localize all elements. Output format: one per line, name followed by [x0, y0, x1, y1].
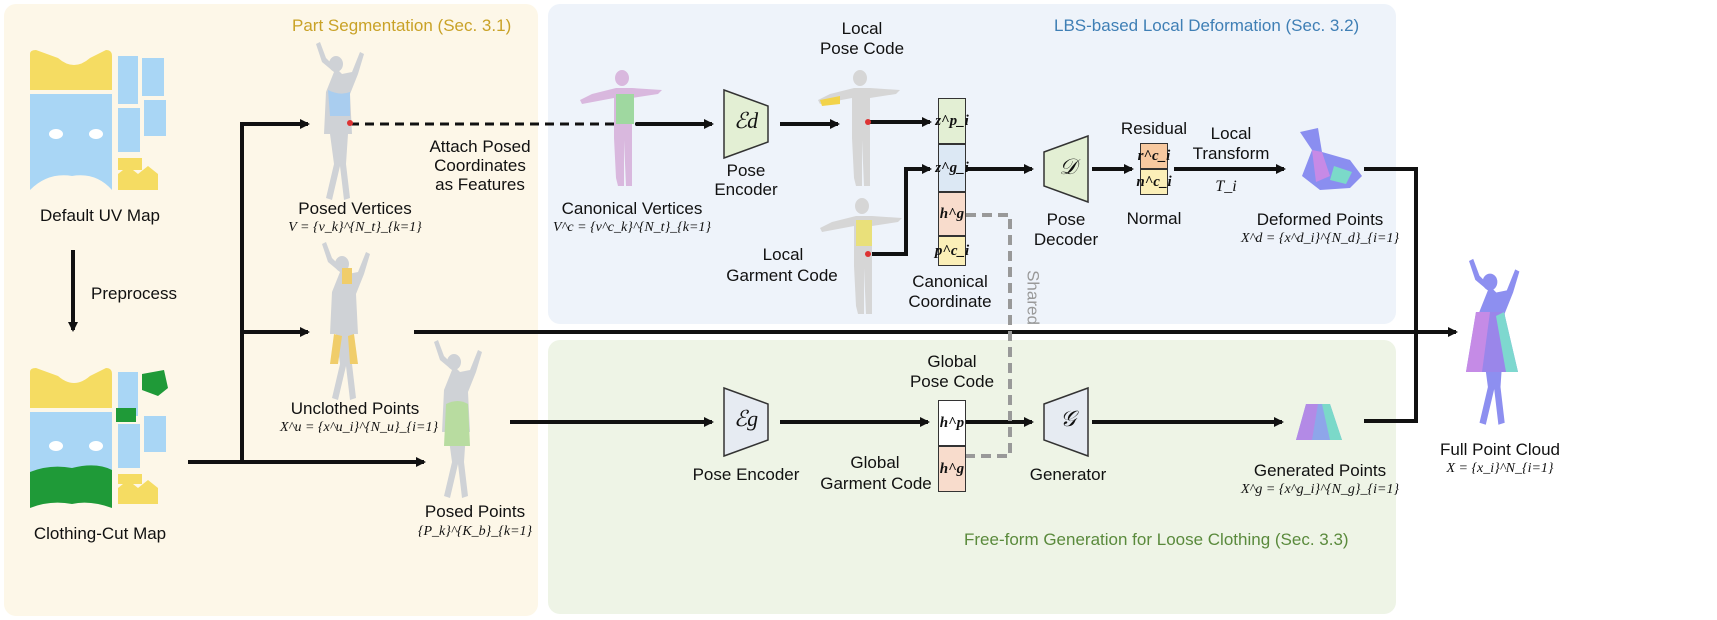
label-attach-2: Coordinates [434, 156, 526, 175]
label-posed-points: Posed Points [424, 502, 526, 521]
pose-decoder-shape [1043, 134, 1089, 204]
cell-global-garment-code-shared: h^g [938, 192, 966, 236]
math-local-transform: T_i [1215, 178, 1237, 195]
label-local-garment-code-2: Garment Code [726, 266, 838, 285]
section-title-lbs: LBS-based Local Deformation (Sec. 3.2) [1054, 16, 1360, 35]
label-generated-points: Generated Points [1253, 461, 1387, 480]
label-unclothed-points: Unclothed Points [290, 399, 420, 418]
math-deformed-points: X^d = {x^d_i}^{N_d}_{i=1} [1240, 231, 1400, 246]
label-global-pose-code-1: Global [927, 352, 977, 371]
cell-local-pose-code: z^p_i [935, 98, 969, 144]
label-local-transform-2: Transform [1192, 144, 1270, 163]
pose-encoder-g-symbol: ℰg [733, 406, 759, 431]
label-clothing-cut-map: Clothing-Cut Map [33, 524, 167, 543]
label-canonical-vertices: Canonical Vertices [561, 199, 703, 218]
label-generator: Generator [1029, 465, 1107, 484]
label-canonical-coordinate-2: Coordinate [908, 292, 992, 311]
label-local-transform-1: Local [1210, 124, 1252, 143]
math-posed-vertices: V = {v_k}^{N_t}_{k=1} [288, 220, 422, 235]
section-title-part-segmentation: Part Segmentation (Sec. 3.1) [292, 16, 512, 35]
label-pose-decoder-2: Decoder [1033, 230, 1099, 249]
cell-normal: n^c_i [1136, 169, 1172, 195]
math-generated-points: X^g = {x^g_i}^{N_g}_{i=1} [1240, 482, 1400, 497]
label-attach-3: as Features [435, 175, 525, 194]
label-normal: Normal [1126, 209, 1182, 228]
label-canonical-coordinate-1: Canonical [912, 272, 988, 291]
label-pose-encoder-g: Pose Encoder [692, 465, 800, 484]
label-full-point-cloud: Full Point Cloud [1439, 440, 1560, 459]
pose-decoder-symbol: 𝒟 [1059, 154, 1077, 179]
pose-encoder-d-symbol: ℰd [733, 108, 759, 133]
cell-residual: r^c_i [1138, 143, 1170, 169]
label-posed-vertices: Posed Vertices [298, 199, 412, 218]
cell-global-pose-code: h^p [938, 400, 966, 446]
label-global-garment-code-2: Garment Code [820, 474, 932, 493]
math-canonical-vertices: V^c = {v^c_k}^{N_t}_{k=1} [552, 220, 712, 235]
panel-freeform-generation [548, 340, 1396, 614]
label-default-uv-map: Default UV Map [40, 206, 160, 225]
label-attach-1: Attach Posed [429, 137, 531, 156]
cell-local-garment-code: z^g_i [935, 144, 969, 192]
pose-encoder-d-shape [723, 88, 769, 160]
math-unclothed-points: X^u = {x^u_i}^{N_u}_{i=1} [280, 420, 439, 435]
label-global-garment-code-1: Global [850, 453, 900, 472]
generator-symbol: 𝒢 [1060, 406, 1076, 431]
label-pose-encoder-d-2: Encoder [714, 180, 778, 199]
generator-shape [1043, 386, 1089, 458]
panel-lbs-deformation [548, 4, 1396, 324]
section-title-freeform: Free-form Generation for Loose Clothing … [964, 530, 1349, 549]
label-local-garment-code-1: Local [762, 245, 804, 264]
math-full-point-cloud: X = {x_i}^N_{i=1} [1446, 461, 1554, 476]
label-preprocess: Preprocess [91, 284, 177, 303]
label-residual: Residual [1120, 119, 1188, 138]
label-shared: Shared [1023, 270, 1043, 325]
label-pose-encoder-d-1: Pose [726, 161, 766, 180]
label-local-pose-code-2: Pose Code [819, 39, 905, 58]
label-pose-decoder-1: Pose [1046, 210, 1086, 229]
label-global-pose-code-2: Pose Code [909, 372, 995, 391]
label-deformed-points: Deformed Points [1256, 210, 1384, 229]
math-posed-points: {P_k}^{K_b}_{k=1} [417, 524, 533, 539]
pose-encoder-g-shape [723, 386, 769, 458]
cell-global-garment-code: h^g [938, 446, 966, 492]
label-local-pose-code-1: Local [841, 19, 883, 38]
cell-canonical-coordinate: p^c_i [935, 236, 969, 266]
